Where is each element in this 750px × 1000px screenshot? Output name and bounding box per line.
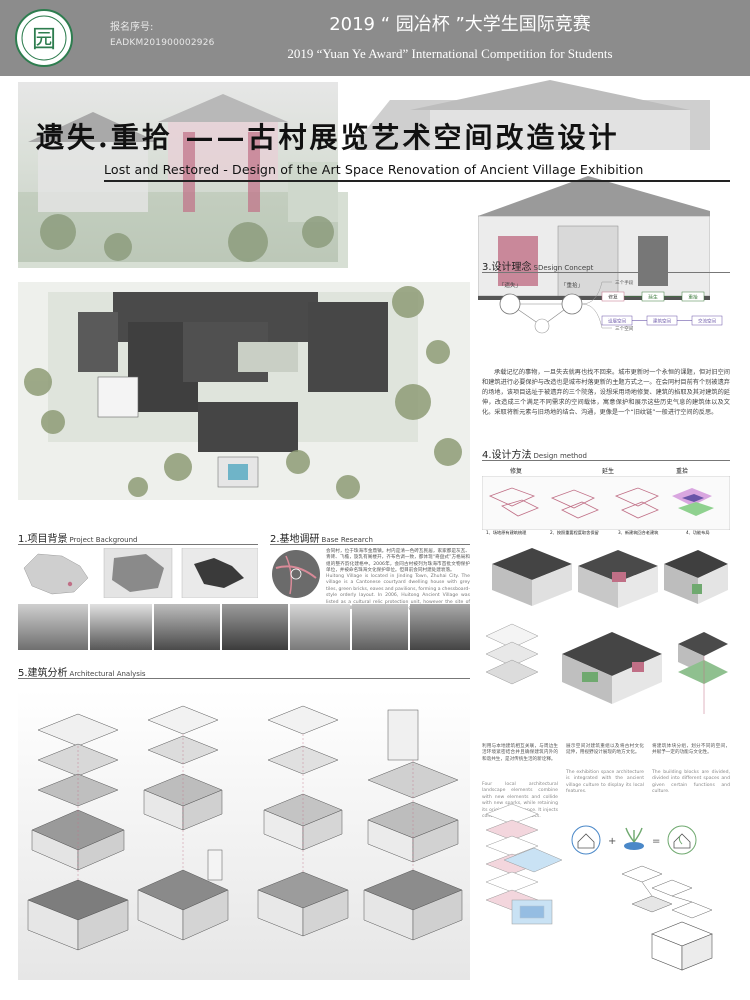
method-step-1: 1、场地原有建筑梳理 xyxy=(486,530,527,535)
concept-node-lost: 「遗失」 xyxy=(499,281,521,289)
hero-village-illustration xyxy=(18,94,348,268)
hero-banner: 遗失.重拾 ——古村展览艺术空间改造设计 Lost and Restored -… xyxy=(0,76,750,300)
section-rule xyxy=(270,544,470,545)
competition-logo: 园 xyxy=(15,9,73,67)
section-rule xyxy=(482,460,730,461)
concept-branch-bottom: 三个空间 xyxy=(615,325,634,332)
analysis-text-1: 利用与本地建筑相互关联，与周边生活环境紧密结合并且确保建筑内外的和谐共生，是对传… xyxy=(482,744,558,762)
section-rule xyxy=(482,272,730,273)
method-label-repair: 修复 xyxy=(510,468,523,475)
method-step-3: 3、新建筑回合老建筑 xyxy=(618,530,659,535)
concept-box-building-space: 建筑空间 xyxy=(653,318,671,325)
site-photo xyxy=(222,604,288,650)
site-photo xyxy=(154,604,220,650)
method-label-restore: 重拾 xyxy=(676,468,689,475)
site-plan xyxy=(18,282,470,500)
plant-icon xyxy=(624,827,644,850)
sustainability-icon xyxy=(571,825,601,855)
header-bar: 园 报名序号: EADKM201900002926 2019 “ 园冶杯 ”大学… xyxy=(0,0,750,76)
concept-box-repair: 修复 xyxy=(608,294,618,301)
plus-icon: + xyxy=(608,836,616,847)
concept-box-exchange-space: 交流空间 xyxy=(698,318,716,325)
hero-roof-illustration xyxy=(350,80,710,150)
concept-diagram: 「遗失」 「重拾」 三个手段 三个空间 修复 延生 重拾 设展空间 建筑空间 交… xyxy=(499,279,723,334)
concept-paragraph: 承载记忆的事物，一旦失去就再也找不回来。城市更新时一个永恒的课题，但对旧空间和建… xyxy=(482,369,730,416)
background-location-maps xyxy=(23,548,258,598)
logo-text: 园 xyxy=(32,25,56,53)
concept-box-extend: 延生 xyxy=(648,294,658,301)
architectural-exploded-axonometrics xyxy=(18,690,470,980)
research-photo-strip xyxy=(18,604,470,650)
method-step-2: 2、按照重要程度取舍保留 xyxy=(550,530,599,535)
section-rule xyxy=(18,544,258,545)
method-diagram xyxy=(482,476,730,530)
registration-number: EADKM201900002926 xyxy=(110,38,215,48)
method-label-extend: 延生 xyxy=(602,468,615,475)
method-step-4: 4、功能布局 xyxy=(686,530,710,535)
method-axonometric-drawings xyxy=(485,548,728,714)
analysis-text-2-en: The exhibition space architecture is int… xyxy=(566,770,644,795)
site-photo xyxy=(290,604,350,650)
analysis-text-3-en: The building blocks are divided, divided… xyxy=(652,770,730,795)
hero-building-section xyxy=(478,176,710,300)
competition-title-en: 2019 “Yuan Ye Award” International Compe… xyxy=(287,46,613,61)
concept-node-restore: 「重拾」 xyxy=(561,281,583,289)
equals-icon: = xyxy=(652,836,660,847)
location-marker-icon xyxy=(67,581,73,587)
site-photo xyxy=(352,604,408,650)
analysis-diagrams: + = xyxy=(485,803,713,971)
title-underline xyxy=(104,180,730,182)
concept-box-restore: 重拾 xyxy=(688,294,698,301)
registration-label: 报名序号: xyxy=(110,22,154,33)
site-photo xyxy=(90,604,152,650)
analysis-text-3: 将建筑体块分组，划分不同的空间，并赋予一定的功能与文化性。 xyxy=(652,744,730,756)
research-site-map xyxy=(272,550,320,598)
site-photo xyxy=(410,604,470,650)
project-title-cn: 遗失.重拾 ——古村展览艺术空间改造设计 xyxy=(36,121,620,154)
research-paragraph: 会同村，位于珠海市金鼎镇。村内是清一色砖瓦民居，家家都是灰瓦、青砖、飞檐，旋乳有… xyxy=(326,549,470,574)
green-house-icon xyxy=(667,825,697,855)
project-title-en: Lost and Restored - Design of the Art Sp… xyxy=(104,162,644,177)
concept-branch-top: 三个手段 xyxy=(615,279,634,286)
concept-box-exhibit-space: 设展空间 xyxy=(608,318,626,325)
method-steps: 1、场地原有建筑梳理 2、按照重要程度取舍保留 3、新建筑回合老建筑 4、功能布… xyxy=(482,530,730,540)
site-photo xyxy=(18,604,88,650)
analysis-text-2: 展示空间对建筑重组以及将古村文化延伸，用视野设计展现的地方文化。 xyxy=(566,744,644,756)
section-rule xyxy=(18,678,470,679)
competition-title-cn: 2019 “ 园冶杯 ”大学生国际竞赛 xyxy=(329,14,591,35)
